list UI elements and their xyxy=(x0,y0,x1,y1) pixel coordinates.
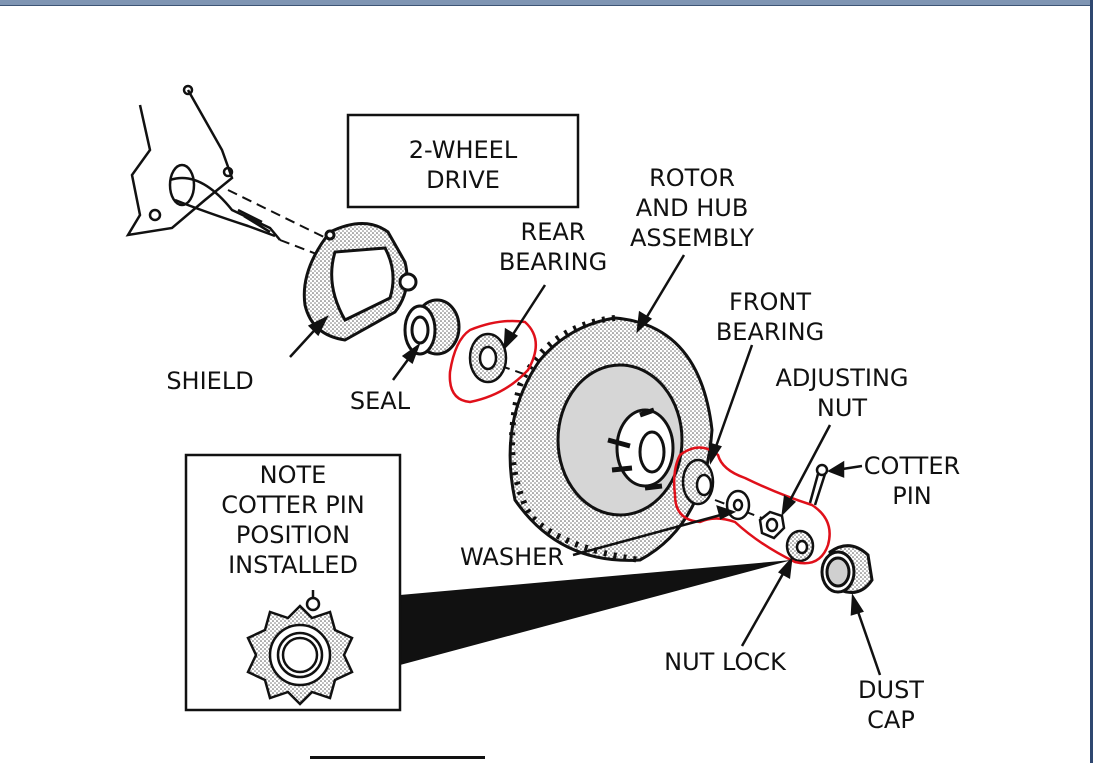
shield-part xyxy=(302,222,418,342)
label-front-bearing-1: FRONT xyxy=(729,288,811,316)
label-rotor-1: ROTOR xyxy=(649,164,735,192)
seal-part xyxy=(403,298,461,356)
label-shield: SHIELD xyxy=(166,367,253,395)
nut-lock-part xyxy=(785,529,815,563)
footer-rule xyxy=(310,756,485,759)
note-callout-wedge xyxy=(400,560,792,665)
label-rotor-3: ASSEMBLY xyxy=(630,224,754,252)
label-dust-cap-1: DUST xyxy=(858,676,924,704)
adjusting-nut-part xyxy=(758,510,786,540)
nut-lock-detail xyxy=(246,590,354,706)
front-bearing-highlight xyxy=(672,446,831,565)
label-cotter-pin-2: PIN xyxy=(892,482,932,510)
label-seal: SEAL xyxy=(350,387,411,415)
window-right-border xyxy=(1090,0,1093,763)
washer-part xyxy=(725,489,751,521)
label-rear-bearing-1: REAR xyxy=(521,218,586,246)
label-rear-bearing-2: BEARING xyxy=(499,248,607,276)
steering-knuckle xyxy=(125,84,281,241)
front-bearing-part xyxy=(681,458,715,506)
note-line-2: COTTER PIN xyxy=(221,491,365,519)
dust-cap-part xyxy=(820,544,874,594)
label-front-bearing-2: BEARING xyxy=(716,318,824,346)
title-line-2: DRIVE xyxy=(426,166,500,194)
title-box xyxy=(346,113,580,209)
label-nut-lock: NUT LOCK xyxy=(664,648,787,676)
note-line-3: POSITION xyxy=(236,521,350,549)
rotor-hub-part xyxy=(508,315,714,563)
label-adjusting-nut-2: NUT xyxy=(817,394,868,422)
rear-bearing-part xyxy=(468,332,508,384)
note-line-1: NOTE xyxy=(260,461,327,489)
label-dust-cap-2: CAP xyxy=(867,706,915,734)
label-rotor-2: AND HUB xyxy=(636,194,749,222)
window-top-border xyxy=(0,0,1093,6)
label-cotter-pin-1: COTTER xyxy=(864,452,960,480)
label-washer: WASHER xyxy=(460,543,564,571)
cotter-pin-part xyxy=(808,463,829,506)
title-line-1: 2-WHEEL xyxy=(409,136,518,164)
note-line-4: INSTALLED xyxy=(228,551,358,579)
leader-arrows xyxy=(289,254,882,676)
label-adjusting-nut-1: ADJUSTING xyxy=(775,364,908,392)
